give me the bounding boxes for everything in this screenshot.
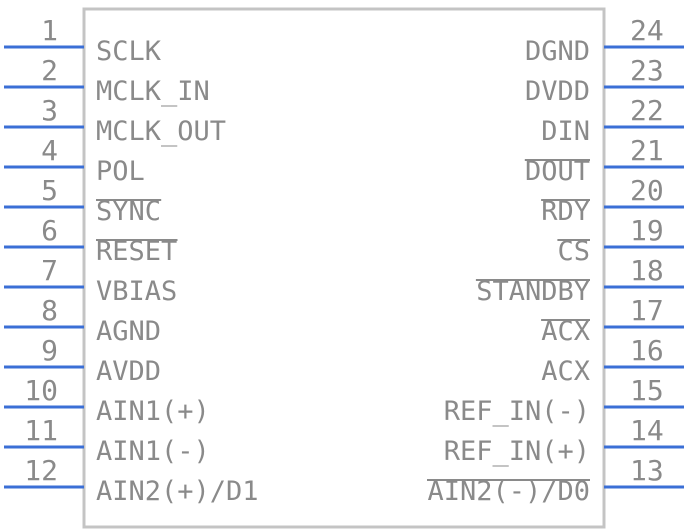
pin-number: 19 [630, 214, 664, 247]
pin-name: SYNC [96, 196, 161, 227]
pin-number: 5 [41, 174, 58, 207]
pin-name: MCLK_OUT [96, 116, 226, 147]
pin-number: 18 [630, 254, 664, 287]
pin-name: ACX [541, 316, 590, 347]
pin-name: AVDD [96, 356, 161, 387]
pin-number: 1 [41, 14, 58, 47]
pin-number: 23 [630, 54, 664, 87]
pin-name: REF_IN(+) [444, 436, 590, 467]
pin-name: CS [557, 236, 590, 267]
pin-name: AIN2(-)/D0 [427, 476, 590, 507]
pin-name: MCLK_IN [96, 76, 210, 107]
pin-name: AIN2(+)/D1 [96, 476, 259, 507]
pin-number: 11 [24, 414, 58, 447]
pin-number: 16 [630, 334, 664, 367]
pin-number: 10 [24, 374, 58, 407]
pin-name: RESET [96, 236, 177, 267]
pin-number: 15 [630, 374, 664, 407]
pin-name: STANDBY [476, 276, 590, 307]
pin-name: AIN1(-) [96, 436, 210, 467]
pin-name: REF_IN(-) [444, 396, 590, 427]
pin-number: 3 [41, 94, 58, 127]
pin-number: 14 [630, 414, 664, 447]
pin-name: POL [96, 156, 145, 187]
pin-name: RDY [541, 196, 590, 227]
pin-number: 13 [630, 454, 664, 487]
pin-number: 12 [24, 454, 58, 487]
pin-number: 21 [630, 134, 664, 167]
pin-name: DOUT [525, 156, 590, 187]
pin-name: AGND [96, 316, 161, 347]
pin-name: AIN1(+) [96, 396, 210, 427]
pin-number: 24 [630, 14, 664, 47]
pin-name: SCLK [96, 36, 162, 67]
pin-number: 6 [41, 214, 58, 247]
pin-name: VBIAS [96, 276, 177, 307]
pin-name: DIN [541, 116, 590, 147]
ic-body [82, 7, 606, 529]
pin-number: 8 [41, 294, 58, 327]
pin-name: DVDD [525, 76, 590, 107]
pin-name: DGND [525, 36, 590, 67]
pin-number: 4 [41, 134, 58, 167]
pin-number: 17 [630, 294, 664, 327]
pin-number: 7 [41, 254, 58, 287]
pin-number: 9 [41, 334, 58, 367]
pin-name: ACX [541, 356, 590, 387]
pin-number: 20 [630, 174, 664, 207]
pin-number: 2 [41, 54, 58, 87]
pin-number: 22 [630, 94, 664, 127]
